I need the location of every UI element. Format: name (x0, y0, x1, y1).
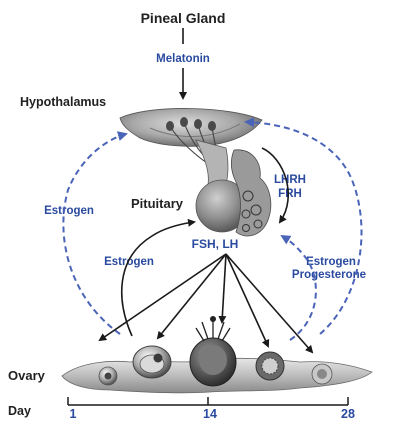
pituitary-illustration (195, 149, 272, 237)
estrogen-feedback-left-arrow (62, 131, 128, 335)
estrogen-left-label: Estrogen (44, 205, 94, 217)
ovary-label: Ovary (8, 368, 46, 383)
frh-label: FRH (278, 188, 302, 200)
melatonin-label: Melatonin (156, 53, 210, 65)
ovary-illustration (61, 316, 373, 394)
day-tick-1: 1 (70, 407, 77, 421)
estrogen-inner-label: Estrogen (104, 256, 154, 268)
releasing-hormone-arrow (261, 147, 290, 224)
pineal-gland-label: Pineal Gland (141, 10, 226, 26)
day-axis (67, 397, 349, 406)
progesterone-label: Progesterone (292, 269, 366, 281)
day-label: Day (8, 404, 31, 418)
pituitary-label: Pituitary (131, 196, 184, 211)
estrogen-to-pituitary-arrow (120, 218, 196, 337)
estrogen-feedback-right-top-arrow (244, 117, 363, 335)
estrogen-right-label: Estrogen (306, 256, 356, 268)
fsh-lh-label: FSH, LH (192, 237, 239, 251)
day-tick-14: 14 (203, 407, 217, 421)
lhrh-label: LHRH (274, 174, 306, 186)
fsh-lh-arrows (98, 253, 314, 354)
day-tick-28: 28 (341, 407, 355, 421)
progesterone-feedback-arrow (280, 234, 317, 341)
hypothalamus-label: Hypothalamus (20, 95, 106, 109)
